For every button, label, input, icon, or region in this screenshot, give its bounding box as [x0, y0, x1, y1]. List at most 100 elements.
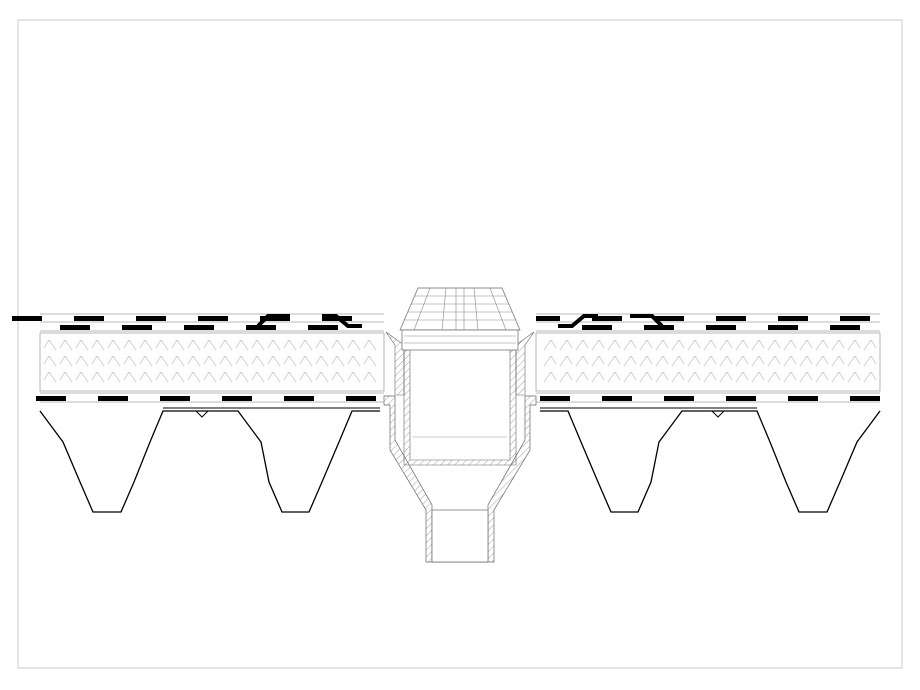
insulation-hatch: [783, 339, 797, 351]
top-membrane-dash: [74, 316, 104, 321]
drain-insert: [403, 349, 517, 466]
top-membrane-dash: [198, 316, 228, 321]
insulation-hatch: [171, 371, 185, 383]
base-membrane-dash: [768, 325, 798, 330]
insulation-hatch: [623, 371, 637, 383]
insulation-hatch: [171, 355, 185, 367]
insulation-hatch: [347, 339, 361, 351]
insulation-hatch: [315, 339, 329, 351]
membrane-lap: [256, 314, 290, 328]
insulation-hatch: [235, 371, 249, 383]
base-membrane-dash: [60, 325, 90, 330]
insulation-hatch: [767, 339, 781, 351]
insulation-hatch: [91, 339, 105, 351]
insulation-hatch: [831, 339, 845, 351]
insulation-hatch: [251, 339, 265, 351]
grate-base: [401, 329, 519, 351]
insulation-hatch: [655, 371, 669, 383]
insulation-hatch: [235, 339, 249, 351]
insulation-hatch: [783, 355, 797, 367]
roof-build-up-right: [535, 313, 881, 513]
insulation-hatch: [543, 355, 557, 367]
insulation-hatch: [107, 355, 121, 367]
insulation-hatch: [283, 355, 297, 367]
insulation-hatch: [299, 339, 313, 351]
top-membrane-dash: [136, 316, 166, 321]
insulation-hatch: [171, 339, 185, 351]
insulation-hatch: [123, 371, 137, 383]
insulation-hatch: [123, 339, 137, 351]
deck-stiffener: [711, 410, 725, 418]
insulation-hatch: [655, 339, 669, 351]
insulation-hatch: [847, 355, 861, 367]
trapezoidal-steel-deck: [540, 410, 881, 513]
insulation-hatch: [299, 371, 313, 383]
insulation-hatch: [719, 371, 733, 383]
insulation-hatch: [863, 355, 877, 367]
insulation-hatch: [75, 371, 89, 383]
insulation-board: [535, 332, 881, 392]
insulation-hatch: [639, 339, 653, 351]
insulation-hatch: [575, 355, 589, 367]
insulation-hatch: [847, 339, 861, 351]
insulation-hatch: [607, 355, 621, 367]
vapour-barrier-dash: [850, 396, 880, 401]
insulation-hatch: [315, 371, 329, 383]
insulation-hatch: [591, 339, 605, 351]
base-membrane-dash: [184, 325, 214, 330]
collar-left: [385, 331, 405, 396]
insulation-hatch: [203, 355, 217, 367]
insulation-hatch: [91, 355, 105, 367]
insulation-hatch: [219, 371, 233, 383]
insulation-hatch: [219, 339, 233, 351]
trapezoidal-steel-deck: [39, 410, 380, 513]
insulation-hatch: [107, 339, 121, 351]
insulation-hatch: [283, 371, 297, 383]
insulation-hatch: [671, 339, 685, 351]
insulation-hatch: [559, 355, 573, 367]
insulation-hatch: [623, 339, 637, 351]
insulation-hatch: [543, 339, 557, 351]
insulation-hatch: [799, 339, 813, 351]
insulation-hatch: [639, 355, 653, 367]
insulation-board: [39, 332, 385, 392]
base-membrane-dash: [122, 325, 152, 330]
insulation-hatch: [751, 339, 765, 351]
grate-rib: [501, 287, 521, 331]
insulation-hatch: [623, 355, 637, 367]
vapour-barrier-dash: [160, 396, 190, 401]
insulation-hatch: [347, 371, 361, 383]
insulation-hatch: [267, 355, 281, 367]
insulation-hatch: [59, 355, 73, 367]
deck-stiffener: [195, 410, 209, 418]
vapour-barrier-dash: [664, 396, 694, 401]
insulation-hatch: [671, 355, 685, 367]
grate-rib: [399, 287, 419, 331]
insulation-hatch: [299, 355, 313, 367]
top-membrane-dash: [12, 316, 42, 321]
insulation-hatch: [591, 371, 605, 383]
insulation-hatch: [155, 371, 169, 383]
insulation-hatch: [687, 339, 701, 351]
top-membrane-dash: [716, 316, 746, 321]
insulation-hatch: [139, 355, 153, 367]
insulation-hatch: [251, 371, 265, 383]
membrane-lap: [558, 314, 598, 328]
insulation-hatch: [155, 339, 169, 351]
insulation-hatch: [267, 339, 281, 351]
insulation-hatch: [671, 371, 685, 383]
insulation-hatch: [187, 371, 201, 383]
insulation-hatch: [751, 355, 765, 367]
insulation-hatch: [91, 371, 105, 383]
insulation-hatch: [831, 355, 845, 367]
insulation-hatch: [187, 355, 201, 367]
grate-rib: [473, 287, 479, 331]
insulation-hatch: [607, 339, 621, 351]
insulation-hatch: [847, 371, 861, 383]
insulation-hatch: [363, 339, 377, 351]
insulation-hatch: [43, 371, 57, 383]
insulation-hatch: [139, 371, 153, 383]
insulation-hatch: [203, 371, 217, 383]
insulation-hatch: [799, 371, 813, 383]
vapour-barrier-dash: [788, 396, 818, 401]
